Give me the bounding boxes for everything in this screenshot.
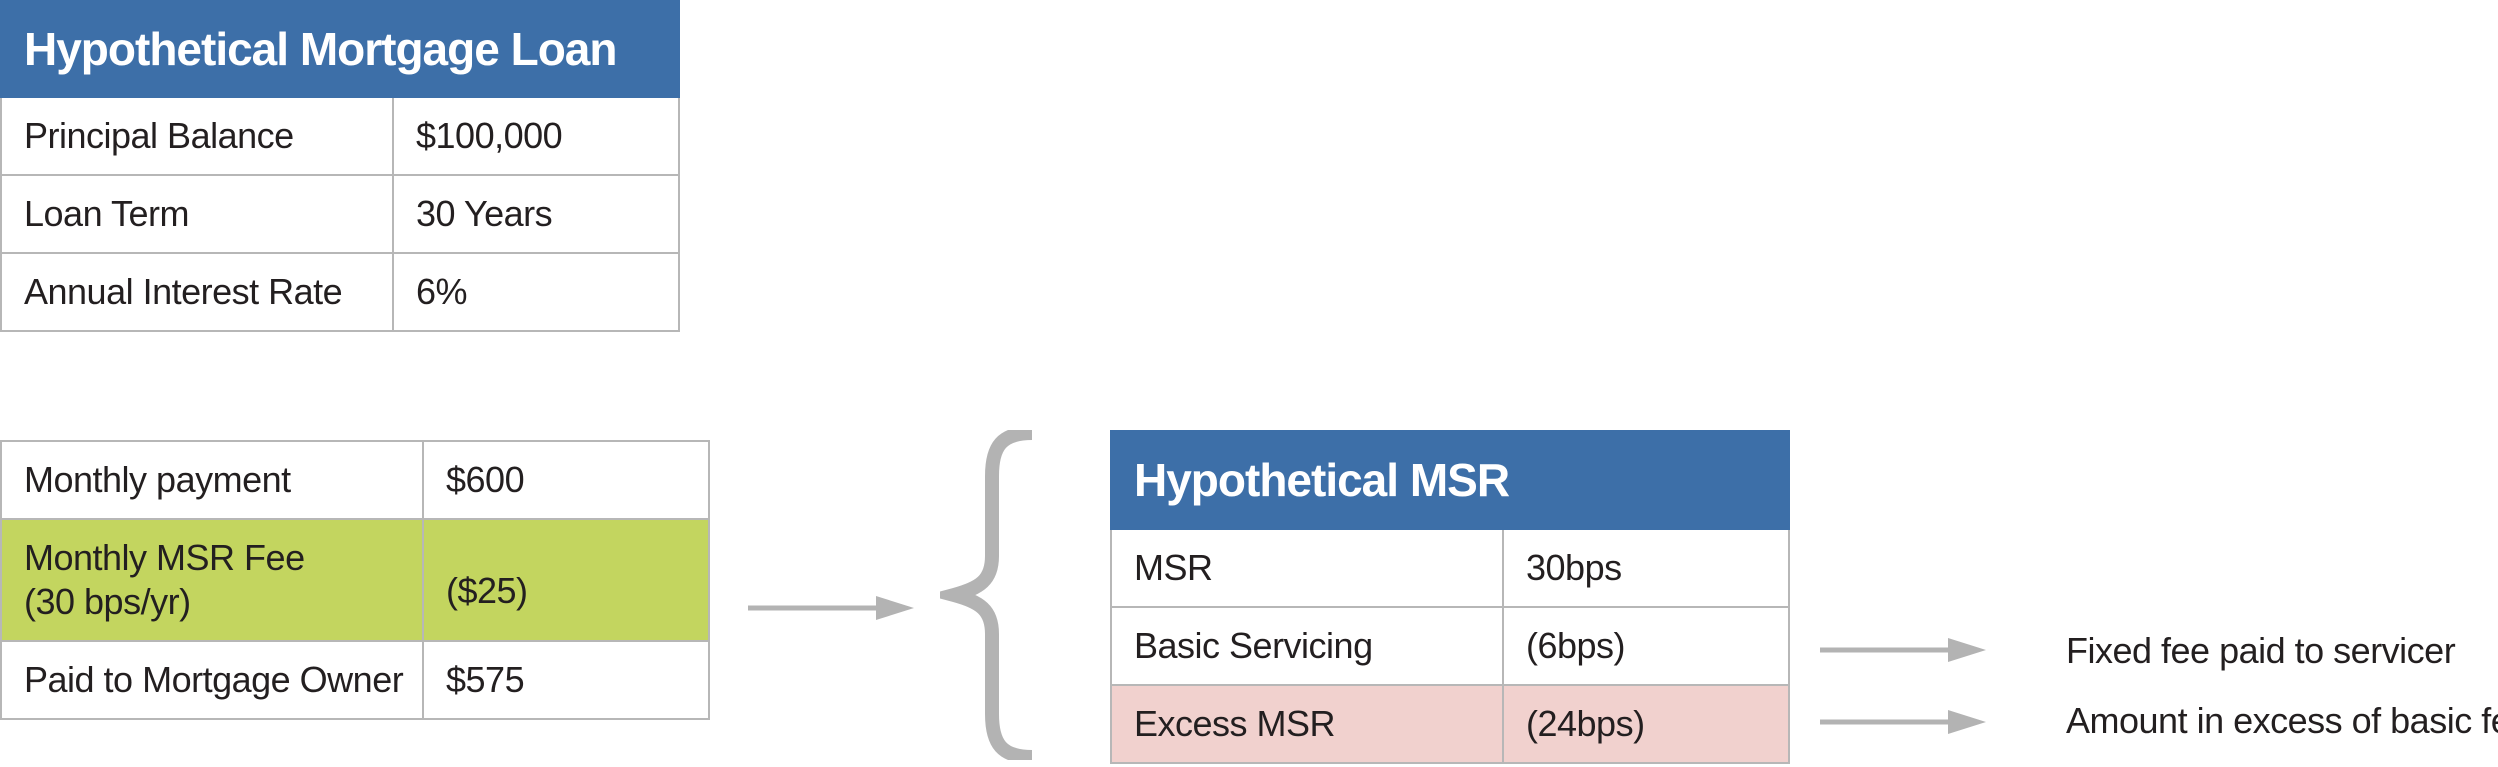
- table-row: Monthly payment $600: [0, 440, 710, 520]
- row-value: ($25): [422, 518, 710, 642]
- msr-table: Hypothetical MSR MSR 30bps Basic Servici…: [1109, 430, 1791, 764]
- table-row: MSR 30bps: [1110, 528, 1791, 608]
- table-row: Loan Term 30 Years: [0, 174, 681, 254]
- mortgage-loan-title: Hypothetical Mortgage Loan: [0, 0, 681, 98]
- row-value: $600: [422, 440, 710, 520]
- row-value: (24bps): [1501, 684, 1791, 764]
- payment-breakdown-table: Monthly payment $600 Monthly MSR Fee(30 …: [0, 440, 710, 720]
- row-label: MSR: [1110, 528, 1504, 608]
- row-value: 6%: [391, 252, 681, 332]
- arrow-right-icon: [1820, 710, 1986, 734]
- excess-msr-note: Amount in excess of basic fee: [2066, 700, 2498, 741]
- row-label: Basic Servicing: [1110, 606, 1504, 686]
- table-row: Basic Servicing (6bps): [1110, 606, 1791, 686]
- row-value: 30bps: [1501, 528, 1791, 608]
- curly-brace-icon: [940, 430, 1033, 760]
- row-label: Excess MSR: [1110, 684, 1504, 764]
- row-value: $100,000: [391, 96, 681, 176]
- row-value: (6bps): [1501, 606, 1791, 686]
- row-label: Annual Interest Rate: [0, 252, 394, 332]
- arrow-right-icon: [748, 596, 914, 620]
- row-value: $575: [422, 640, 710, 720]
- row-label: Loan Term: [0, 174, 394, 254]
- table-row: Paid to Mortgage Owner $575: [0, 640, 710, 720]
- row-label: Principal Balance: [0, 96, 394, 176]
- arrow-right-icon: [1820, 638, 1986, 662]
- row-label: Monthly MSR Fee(30 bps/yr): [0, 518, 424, 642]
- row-label: Paid to Mortgage Owner: [0, 640, 424, 720]
- row-label-line2: (30 bps/yr): [24, 581, 191, 622]
- table-row: Annual Interest Rate 6%: [0, 252, 681, 332]
- row-value: 30 Years: [391, 174, 681, 254]
- msr-title: Hypothetical MSR: [1109, 430, 1791, 530]
- basic-servicing-note: Fixed fee paid to servicer: [2066, 630, 2456, 671]
- table-row-msr-fee: Monthly MSR Fee(30 bps/yr) ($25): [0, 518, 710, 642]
- row-label: Monthly payment: [0, 440, 424, 520]
- row-label-line1: Monthly MSR Fee: [24, 537, 305, 578]
- table-row-excess-msr: Excess MSR (24bps): [1110, 684, 1791, 764]
- table-row: Principal Balance $100,000: [0, 96, 681, 176]
- mortgage-loan-table: Hypothetical Mortgage Loan Principal Bal…: [0, 0, 681, 332]
